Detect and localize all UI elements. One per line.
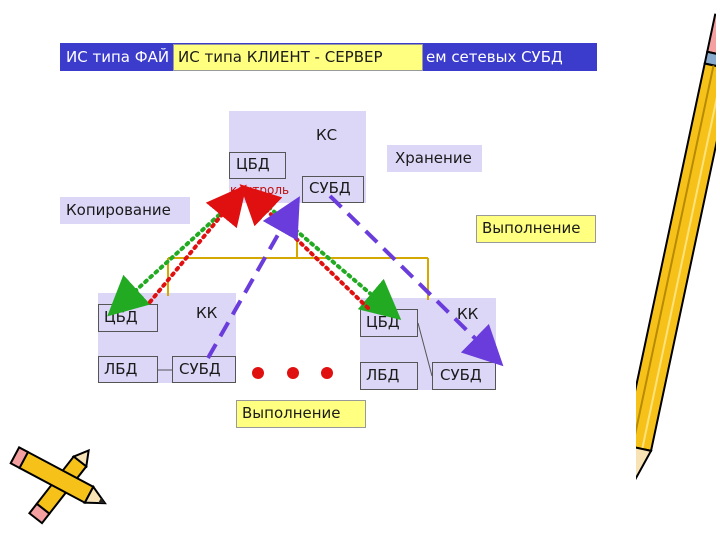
- client-left-label: КК: [196, 304, 218, 322]
- storage-label-box: [387, 145, 482, 172]
- server-control: контроль: [230, 183, 290, 197]
- title-right: ем сетевых СУБД: [426, 48, 563, 66]
- client-left-lbd: ЛБД: [104, 360, 138, 378]
- client-right-cbd: ЦБД: [366, 313, 400, 331]
- storage-label: Хранение: [395, 149, 472, 167]
- client-left-subd: СУБД: [179, 360, 221, 378]
- client-right-subd: СУБД: [440, 366, 482, 384]
- client-right-label: КК: [457, 305, 479, 323]
- title-overlay: ИС типа КЛИЕНТ - СЕРВЕР: [173, 44, 423, 71]
- client-left-lbd-box: [98, 356, 158, 383]
- execution-bottom-box: [236, 400, 366, 428]
- copy-arrow-green-right: [256, 196, 402, 320]
- server-label: КС: [316, 126, 338, 144]
- pencils-icon: [9, 446, 107, 525]
- client-right-lbd: ЛБД: [366, 366, 400, 384]
- title-left: ИС типа ФАЙ: [66, 48, 170, 66]
- copy-arrow-red-right: [239, 184, 370, 310]
- server-cbd: ЦБД: [236, 155, 270, 173]
- ellipsis-dots-icon: [252, 367, 333, 379]
- title-overlay-text: ИС типа КЛИЕНТ - СЕРВЕР: [178, 48, 383, 66]
- server-subd: СУБД: [309, 179, 351, 197]
- execution-bottom-label: Выполнение: [242, 404, 341, 422]
- client-right-lbd-box: [360, 362, 418, 390]
- client-right-subd-box: [432, 362, 496, 390]
- network-lines: [167, 203, 429, 300]
- pencil-icon: [636, 13, 716, 497]
- execution-right-label: Выполнение: [482, 219, 581, 237]
- client-left-cbd: ЦБД: [104, 308, 138, 326]
- execution-right-box: [476, 215, 596, 243]
- copying-label: Копирование: [66, 201, 171, 219]
- server-cbd-box: [229, 152, 286, 179]
- client-left-subd-box: [172, 356, 236, 383]
